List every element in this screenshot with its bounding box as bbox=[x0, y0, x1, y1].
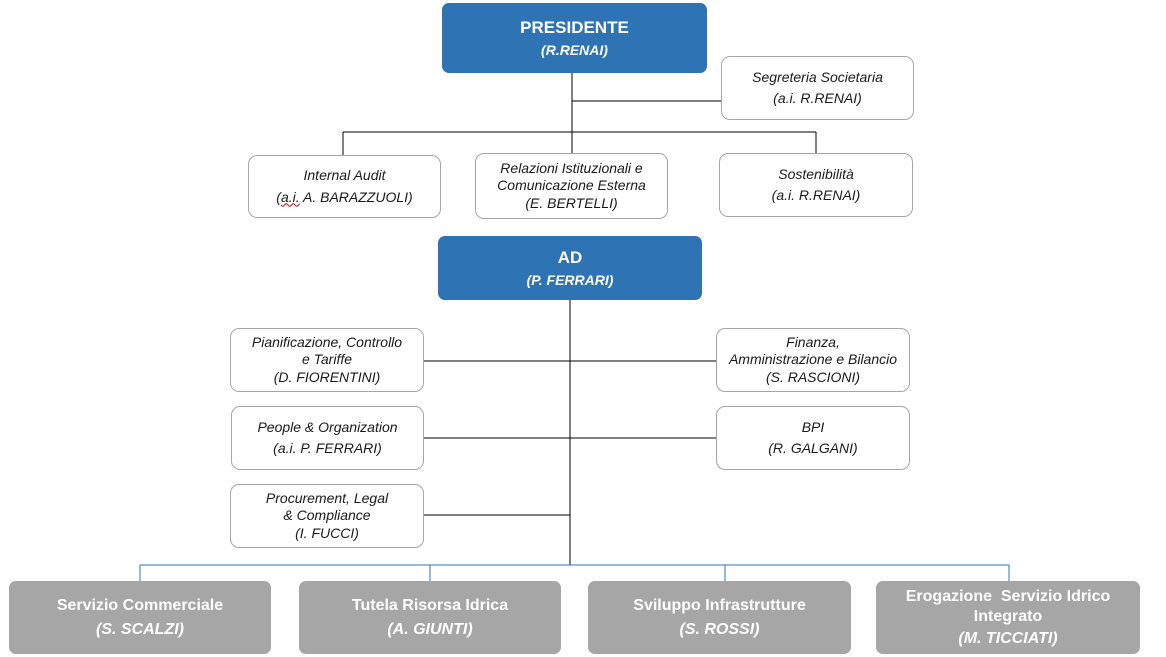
procurement-line1: Procurement, Legal bbox=[265, 489, 389, 506]
sviluppo-title: Sviluppo Infrastrutture bbox=[633, 596, 806, 614]
people-name: (a.i. P. FERRARI) bbox=[273, 440, 382, 456]
internal-audit-name: (a.i. A. BARAZZUOLI) bbox=[276, 188, 413, 205]
pianificazione-line2: e Tariffe bbox=[301, 351, 353, 368]
ad-title: AD bbox=[557, 247, 583, 267]
commerciale-title: Servizio Commerciale bbox=[56, 596, 224, 614]
internal-audit-title: Internal Audit bbox=[303, 167, 386, 183]
pianificazione-line1: Pianificazione, Controllo bbox=[251, 333, 403, 350]
sostenibilita-name: (a.i. R.RENAI) bbox=[771, 187, 861, 203]
procurement-box: Procurement, Legal & Compliance (I. FUCC… bbox=[230, 484, 424, 548]
tutela-title: Tutela Risorsa Idrica bbox=[351, 596, 509, 614]
finanza-line1: Finanza, bbox=[786, 333, 840, 350]
segreteria-box: Segreteria Societaria (a.i. R.RENAI) bbox=[721, 56, 914, 120]
finanza-name: (S. RASCIONI) bbox=[765, 368, 861, 385]
commerciale-box: Servizio Commerciale (S. SCALZI) bbox=[9, 581, 271, 654]
tutela-box: Tutela Risorsa Idrica (A. GIUNTI) bbox=[299, 581, 561, 654]
erogazione-line1: Erogazione Servizio Idrico bbox=[905, 587, 1111, 605]
erogazione-box: Erogazione Servizio Idrico Integrato (M.… bbox=[876, 581, 1140, 654]
erogazione-name: (M. TICCIATI) bbox=[958, 629, 1058, 647]
president-name: (R.RENAI) bbox=[541, 41, 608, 58]
president-box: PRESIDENTE (R.RENAI) bbox=[442, 3, 707, 73]
commerciale-name: (S. SCALZI) bbox=[96, 620, 184, 638]
bpi-title: BPI bbox=[801, 418, 825, 435]
procurement-line2: & Compliance bbox=[283, 507, 371, 524]
president-title: PRESIDENTE bbox=[520, 17, 629, 37]
tutela-name: (A. GIUNTI) bbox=[387, 620, 473, 638]
sviluppo-name: (S. ROSSI) bbox=[679, 620, 760, 638]
procurement-name: (I. FUCCI) bbox=[295, 524, 359, 541]
bpi-box: BPI (R. GALGANI) bbox=[716, 406, 910, 470]
bpi-name: (R. GALGANI) bbox=[768, 440, 858, 456]
pianificazione-name: (D. FIORENTINI) bbox=[273, 368, 381, 385]
relazioni-line1: Relazioni Istituzionali e bbox=[500, 159, 643, 176]
sostenibilita-box: Sostenibilità (a.i. R.RENAI) bbox=[719, 153, 913, 217]
ad-name: (P. FERRARI) bbox=[526, 271, 614, 288]
finanza-line2: Amministrazione e Bilancio bbox=[728, 351, 898, 368]
finanza-box: Finanza, Amministrazione e Bilancio (S. … bbox=[716, 328, 910, 392]
relazioni-name: (E. BERTELLI) bbox=[525, 194, 618, 211]
segreteria-name: (a.i. R.RENAI) bbox=[773, 90, 862, 106]
ad-box: AD (P. FERRARI) bbox=[438, 236, 702, 300]
segreteria-title: Segreteria Societaria bbox=[752, 68, 883, 85]
sostenibilita-title: Sostenibilità bbox=[778, 165, 854, 182]
erogazione-line2: Integrato bbox=[973, 607, 1043, 625]
people-box: People & Organization (a.i. P. FERRARI) bbox=[231, 406, 424, 470]
relazioni-line2: Comunicazione Esterna bbox=[497, 177, 646, 194]
pianificazione-box: Pianificazione, Controllo e Tariffe (D. … bbox=[230, 328, 424, 392]
people-title: People & Organization bbox=[257, 418, 398, 435]
sviluppo-box: Sviluppo Infrastrutture (S. ROSSI) bbox=[588, 581, 851, 654]
internal-audit-box: Internal Audit (a.i. A. BARAZZUOLI) bbox=[248, 155, 441, 218]
relazioni-box: Relazioni Istituzionali e Comunicazione … bbox=[475, 153, 668, 219]
